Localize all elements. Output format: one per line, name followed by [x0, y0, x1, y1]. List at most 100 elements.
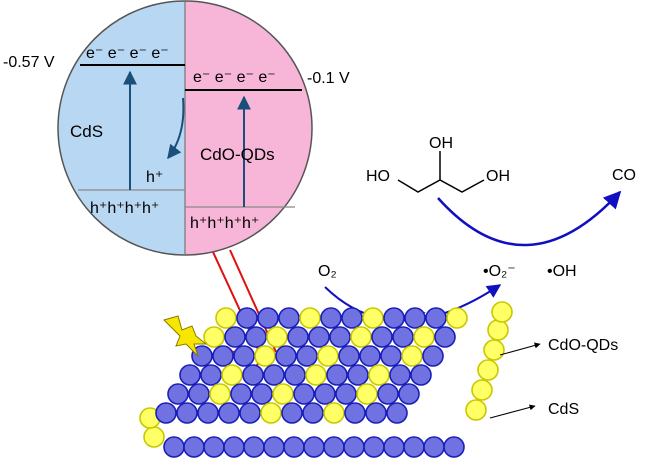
cds-sphere: [365, 402, 387, 424]
cds-sphere: [335, 383, 357, 405]
cds-sphere: [398, 383, 420, 405]
cds-sphere: [303, 436, 325, 458]
cdo-qd-sphere: [471, 379, 493, 401]
cdo-qd-sphere: [299, 307, 321, 329]
cdo-material-label: CdO-QDs: [200, 145, 275, 164]
hole-transfer-arrow: [167, 97, 185, 160]
cds-sphere: [296, 345, 318, 367]
cds-sphere: [329, 326, 351, 348]
cdo-qd-sphere: [266, 326, 288, 348]
glycerol-structure: HO OH OH: [366, 135, 510, 193]
cds-sphere: [245, 326, 267, 348]
cds-material-label-bottom: CdS: [548, 401, 579, 418]
cds-sphere: [212, 345, 234, 367]
cds-sphere: [155, 402, 177, 424]
cds-sphere: [283, 436, 305, 458]
cds-sphere: [326, 364, 348, 386]
cds-sphere: [293, 383, 315, 405]
cds-sphere: [281, 402, 303, 424]
cds-sphere: [341, 307, 363, 329]
cds-sphere: [278, 307, 300, 329]
cdo-qd-sphere: [356, 383, 378, 405]
cds-sphere: [284, 364, 306, 386]
cds-sphere: [443, 436, 465, 458]
cds-sphere: [380, 345, 402, 367]
cds-sphere: [233, 345, 255, 367]
cdo-cb-potential: -0.1 V: [307, 70, 350, 87]
cds-sphere: [239, 402, 261, 424]
cdo-qd-sphere: [350, 326, 372, 348]
cdo-qd-sphere: [254, 345, 276, 367]
cdo-qd-sphere: [317, 345, 339, 367]
hydroxyl-label: •OH: [547, 263, 577, 280]
cdo-qd-sphere: [401, 345, 423, 367]
cds-sphere: [422, 345, 444, 367]
cds-cb-potential: -0.57 V: [3, 54, 55, 71]
glycerol-oh-right: OH: [486, 168, 510, 185]
superoxide-label: •O₂⁻: [483, 263, 516, 280]
cds-sphere: [425, 307, 447, 329]
cds-sphere: [230, 383, 252, 405]
cdo-qd-sphere: [215, 307, 237, 329]
cds-sphere: [242, 364, 264, 386]
cdo-qd-sphere: [143, 426, 165, 448]
cds-holes: h⁺h⁺h⁺h⁺: [90, 200, 159, 217]
cds-sphere: [343, 436, 365, 458]
cdo-pointer: [499, 342, 541, 356]
cdo-qd-sphere: [221, 364, 243, 386]
cdo-qd-sphere: [477, 359, 499, 381]
cds-pointer: [489, 404, 536, 419]
cds-sphere: [320, 307, 342, 329]
material-lattice: [139, 301, 513, 458]
cdo-qd-sphere: [483, 339, 505, 361]
cds-sphere: [218, 402, 240, 424]
cds-sphere: [386, 402, 408, 424]
cds-sphere: [344, 402, 366, 424]
cds-sphere: [308, 326, 330, 348]
cds-sphere: [392, 326, 414, 348]
cds-sphere: [359, 345, 381, 367]
cds-sphere: [263, 364, 285, 386]
cds-sphere: [203, 436, 225, 458]
cds-sphere: [403, 436, 425, 458]
light-bolt-icon: [163, 315, 208, 357]
cds-sphere: [263, 436, 285, 458]
cds-sphere: [183, 436, 205, 458]
co-product-label: CO: [612, 167, 636, 184]
cds-sphere: [377, 383, 399, 405]
cdo-qd-sphere: [323, 402, 345, 424]
cds-sphere: [347, 364, 369, 386]
cdo-qd-sphere: [487, 319, 509, 341]
cds-sphere: [314, 383, 336, 405]
cds-sphere: [423, 436, 445, 458]
cds-sphere: [363, 436, 385, 458]
cdo-qd-sphere: [413, 326, 435, 348]
cds-sphere: [200, 364, 222, 386]
cdo-qd-sphere: [368, 364, 390, 386]
o2-label: O₂: [318, 263, 337, 280]
cds-sphere: [338, 345, 360, 367]
cds-sphere: [404, 307, 426, 329]
cdo-qd-sphere: [465, 399, 487, 421]
cds-sphere: [179, 364, 201, 386]
cdo-qd-sphere: [446, 307, 468, 329]
cds-sphere: [383, 436, 405, 458]
cds-sphere: [383, 307, 405, 329]
band-diagram: -0.57 V -0.1 V e⁻ e⁻ e⁻ e⁻ e⁻ e⁻ e⁻ e⁻ C…: [3, 0, 350, 256]
cdo-electrons: e⁻ e⁻ e⁻ e⁻: [193, 69, 276, 86]
cdo-qd-sphere: [203, 326, 225, 348]
cds-sphere: [275, 345, 297, 367]
cds-sphere: [191, 345, 213, 367]
cds-sphere: [323, 436, 345, 458]
cds-material-label: CdS: [70, 122, 103, 141]
glycerol-oxidation-arrow: [437, 190, 622, 247]
cds-sphere: [163, 436, 185, 458]
cds-sphere: [410, 364, 432, 386]
cdo-holes: h⁺h⁺h⁺h⁺: [190, 215, 259, 232]
cds-electrons: e⁻ e⁻ e⁻ e⁻: [86, 45, 169, 62]
cds-sphere: [257, 307, 279, 329]
cds-sphere: [251, 383, 273, 405]
cds-sphere: [197, 402, 219, 424]
cds-sphere: [287, 326, 309, 348]
